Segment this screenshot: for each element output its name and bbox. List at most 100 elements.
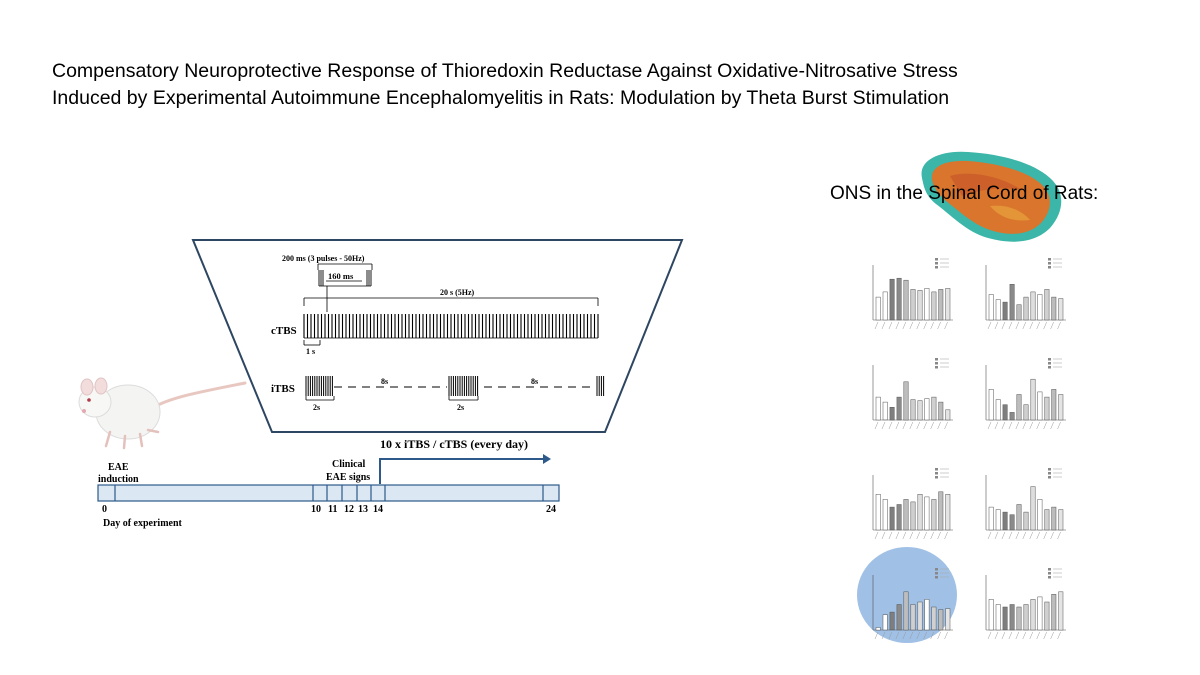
- thumb-bar: [882, 499, 888, 531]
- thumb-bar: [1009, 514, 1015, 531]
- thumb-legend-mark: [935, 468, 938, 471]
- thumb-legend-mark: [1048, 576, 1051, 579]
- thumb-legend-mark: [935, 572, 938, 575]
- thumb-bar: [924, 599, 930, 631]
- chart-thumbnail: [872, 358, 953, 430]
- thumb-bar: [924, 398, 930, 421]
- treatment-arrowhead: [543, 454, 551, 464]
- thumb-legend-mark: [1048, 572, 1051, 575]
- thumb-bar: [896, 396, 902, 421]
- ctbs-pulse-train: [303, 314, 599, 339]
- thumb-bar: [882, 401, 888, 421]
- itbs-pulse-train: [305, 376, 605, 396]
- thumb-bar: [1037, 499, 1043, 531]
- thumb-legend-mark: [1048, 366, 1051, 369]
- title-line-2: Induced by Experimental Autoimmune Encep…: [52, 87, 950, 109]
- thumb-bar: [1016, 504, 1022, 531]
- induction-label: induction: [98, 474, 139, 485]
- chart-thumbnails: [872, 258, 1066, 640]
- clinical-label: Clinical: [332, 459, 366, 470]
- thumb-bar: [988, 506, 994, 531]
- itbs-label: iTBS: [271, 383, 295, 395]
- treatment-label: 10 x iTBS / cTBS (every day): [380, 437, 528, 451]
- thumb-bar: [938, 289, 944, 321]
- chart-thumbnail: [985, 258, 1066, 330]
- thumb-bar: [1037, 391, 1043, 421]
- thumb-bar: [1009, 604, 1015, 631]
- spinal-cord-section-image: [921, 151, 1062, 242]
- thumb-legend-mark: [1048, 476, 1051, 479]
- thumb-legend-mark: [935, 366, 938, 369]
- thumb-bar: [1016, 606, 1022, 631]
- thumb-bar: [882, 614, 888, 631]
- thumb-bar: [1002, 301, 1008, 321]
- thumb-bar: [1016, 304, 1022, 321]
- itbs-gap-label-2: 8s: [531, 377, 538, 386]
- thumb-legend-mark: [935, 568, 938, 571]
- chart-thumbnail: [985, 358, 1066, 430]
- thumb-bar: [1030, 599, 1036, 631]
- thumb-bar: [917, 400, 923, 421]
- thumb-bar: [995, 604, 1001, 631]
- day-label-10: 10: [311, 504, 321, 515]
- ctbs-scale-label: 1 s: [306, 347, 315, 356]
- thumb-bar: [938, 609, 944, 631]
- thumb-bar: [896, 277, 902, 321]
- thumb-legend-mark: [1048, 362, 1051, 365]
- thumb-bar: [1044, 396, 1050, 421]
- thumb-bar: [1009, 412, 1015, 421]
- thumb-bar: [1023, 404, 1029, 421]
- thumb-bar: [1058, 509, 1064, 531]
- thumb-bar: [931, 499, 937, 531]
- protocol-frame: [191, 239, 684, 433]
- thumb-bar: [903, 499, 909, 531]
- thumb-legend-mark: [935, 266, 938, 269]
- thumb-bar: [875, 396, 881, 421]
- thumb-bar: [875, 494, 881, 531]
- day-label-12: 12: [344, 504, 354, 515]
- thumb-bar: [988, 389, 994, 421]
- chart-thumbnail: [985, 468, 1066, 540]
- thumb-bar: [931, 291, 937, 321]
- chart-thumbnail: [985, 568, 1066, 640]
- thumb-bar: [1051, 594, 1057, 631]
- day-label-11: 11: [328, 504, 337, 515]
- thumb-bar: [1009, 284, 1015, 321]
- thumb-bar: [938, 401, 944, 421]
- itbs-burst-label-1: 2s: [313, 403, 320, 412]
- thumb-bar: [1023, 511, 1029, 531]
- thumb-bar: [1058, 591, 1064, 631]
- thumb-bar: [1002, 404, 1008, 421]
- treatment-arrow: [379, 458, 543, 484]
- thumb-bar: [1058, 394, 1064, 421]
- thumb-legend-mark: [1048, 258, 1051, 261]
- thumb-bar: [1044, 509, 1050, 531]
- thumb-bar: [917, 290, 923, 321]
- thumb-bar: [945, 494, 951, 531]
- thumb-legend-mark: [935, 362, 938, 365]
- thumb-legend-mark: [1048, 472, 1051, 475]
- thumb-bar: [1058, 298, 1064, 321]
- thumb-legend-mark: [935, 476, 938, 479]
- thumb-bar: [945, 288, 951, 321]
- thumb-bar: [1051, 389, 1057, 421]
- timeline-bar: [97, 484, 560, 502]
- day-label-0: 0: [102, 504, 107, 515]
- thumb-bar: [917, 601, 923, 631]
- thumb-bar: [1051, 506, 1057, 531]
- thumb-bar: [910, 501, 916, 531]
- thumb-bar: [875, 296, 881, 321]
- thumb-bar: [1044, 601, 1050, 631]
- thumb-legend-mark: [935, 358, 938, 361]
- day-label-24: 24: [546, 504, 556, 515]
- thumb-bar: [938, 491, 944, 531]
- chart-thumbnail: [872, 258, 953, 330]
- signs-label: EAE signs: [326, 472, 370, 483]
- thumb-bar: [889, 611, 895, 631]
- thumb-legend-mark: [935, 576, 938, 579]
- thumb-bar: [903, 381, 909, 421]
- burst-pulses: [318, 270, 372, 287]
- thumb-bar: [1016, 394, 1022, 421]
- thumb-bar: [896, 604, 902, 631]
